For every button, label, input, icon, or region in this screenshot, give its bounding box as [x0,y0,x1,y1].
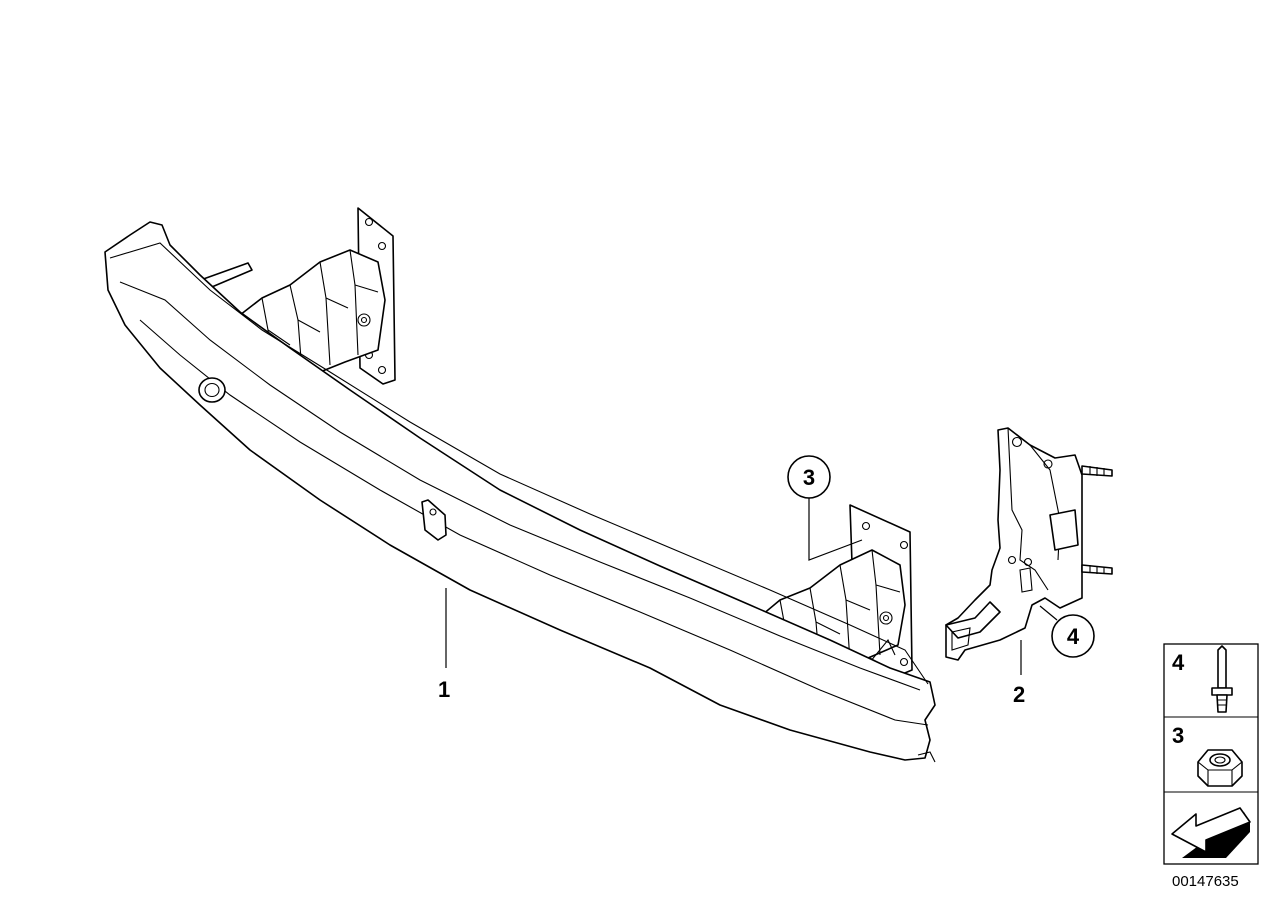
diagram-id: 00147635 [1172,873,1239,890]
bumper-carrier[interactable] [104,221,936,763]
part-label-2: 2 [1013,682,1025,707]
bracket[interactable] [945,427,1113,661]
callout-3-number: 3 [803,465,815,490]
callout-4-number: 4 [1067,624,1080,649]
leader-line-3 [808,498,863,561]
part-label-1: 1 [438,677,450,702]
callout-3[interactable]: 3 [787,455,831,499]
direction-arrow-icon [1171,807,1251,858]
legend-row-nut[interactable]: 3 [1172,723,1243,787]
leader-line-4 [1039,605,1058,621]
legend-row-direction[interactable] [1171,807,1251,858]
legend-panel: 4 3 [1163,643,1259,865]
legend-row-stud[interactable]: 4 [1172,645,1233,713]
callout-4[interactable]: 4 [1051,614,1095,658]
hex-nut-icon [1197,749,1243,787]
legend-row-stud-number: 4 [1172,650,1185,675]
legend-row-nut-number: 3 [1172,723,1184,748]
stud-bolt-icon [1211,645,1233,713]
